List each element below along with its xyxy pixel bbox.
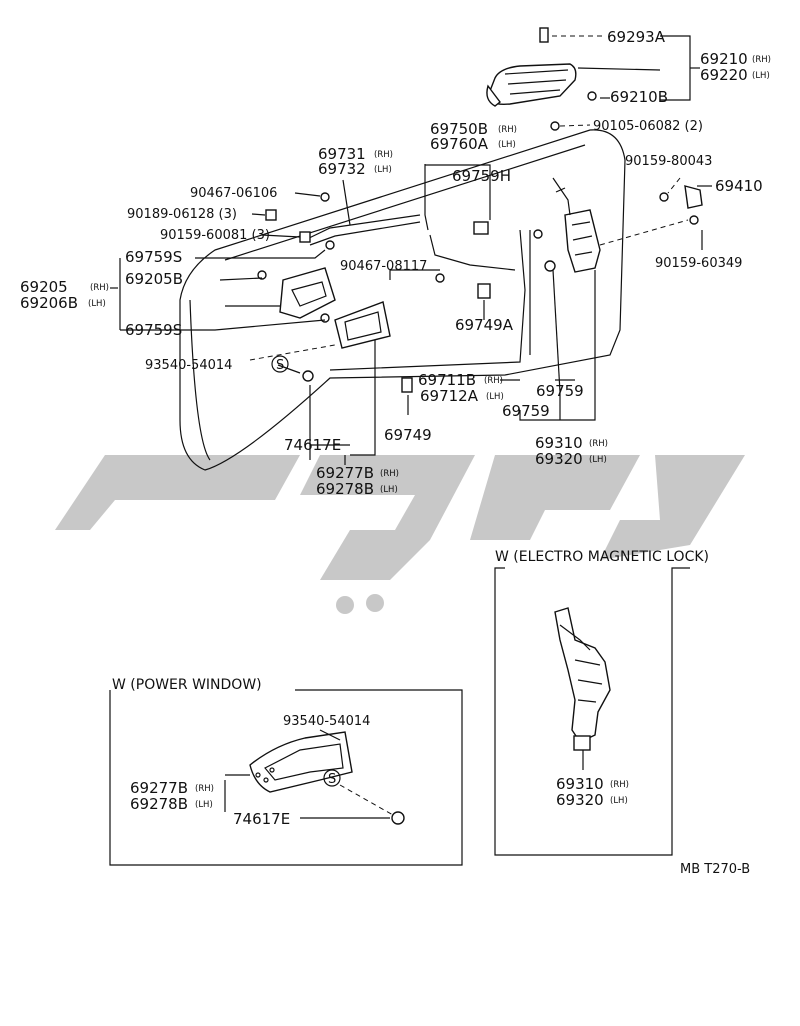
labels: 69293A 69210 (RH) 69220 (LH) 69210B 9010…: [20, 28, 771, 877]
label-69293A: 69293A: [607, 28, 666, 46]
label-69759H: 69759H: [452, 167, 511, 185]
label-69210B: 69210B: [610, 88, 668, 106]
svg-text:(LH): (LH): [374, 165, 392, 175]
suffix-lh: (LH): [752, 71, 770, 81]
svg-text:(RH): (RH): [195, 784, 214, 794]
electro-lock-panel: [494, 567, 690, 856]
svg-text:(RH): (RH): [498, 125, 517, 135]
label-90159-60349: 90159-60349: [655, 256, 742, 271]
label-69732: 69732: [318, 160, 366, 178]
svg-text:(RH): (RH): [374, 150, 393, 160]
label-pw-93540-54014: 93540-54014: [283, 714, 370, 729]
inside-handle: [279, 267, 336, 319]
power-window-title: W (POWER WINDOW): [112, 677, 262, 693]
electro-lock-title: W (ELECTRO MAGNETIC LOCK): [495, 549, 709, 565]
label-69750B: 69750B: [430, 120, 488, 138]
label-69711B: 69711B: [418, 371, 476, 389]
rods: [257, 185, 703, 393]
svg-text:(LH): (LH): [195, 800, 213, 810]
power-window-panel: [109, 689, 463, 866]
s-mark-main: S: [276, 358, 284, 373]
label-pw-74617E: 74617E: [233, 810, 290, 828]
svg-text:(RH): (RH): [610, 780, 629, 790]
svg-text:(RH): (RH): [380, 469, 399, 479]
svg-text:(RH): (RH): [589, 439, 608, 449]
svg-text:(LH): (LH): [486, 392, 504, 402]
label-69760A: 69760A: [430, 135, 489, 153]
label-pw-69277B: 69277B: [130, 779, 188, 797]
suffix-rh: (RH): [752, 55, 771, 65]
s-marks: S S: [271, 355, 341, 787]
label-93540-54014: 93540-54014: [145, 358, 232, 373]
outside-handle: [486, 27, 597, 131]
diagram-code: MB T270-B: [680, 862, 750, 877]
label-69759-right: 69759: [536, 382, 584, 400]
label-69759S-lower: 69759S: [125, 321, 182, 339]
svg-text:(LH): (LH): [380, 485, 398, 495]
label-74617E: 74617E: [284, 436, 341, 454]
svg-text:(LH): (LH): [589, 455, 607, 465]
label-69749A: 69749A: [455, 316, 514, 334]
label-90467-08117: 90467-08117: [340, 259, 427, 274]
label-69410: 69410: [715, 177, 763, 195]
label-69310: 69310: [535, 434, 583, 452]
leader-lines: [110, 35, 712, 465]
label-69206B: 69206B: [20, 294, 78, 312]
label-69277B: 69277B: [316, 464, 374, 482]
svg-text:(RH): (RH): [484, 376, 503, 386]
bezel: [334, 301, 391, 349]
door-panel: [179, 129, 626, 471]
label-69210: 69210: [700, 50, 748, 68]
label-90159-80043: 90159-80043: [625, 154, 712, 169]
svg-text:(RH): (RH): [90, 283, 109, 293]
label-69205B: 69205B: [125, 270, 183, 288]
label-electro-69310: 69310: [556, 775, 604, 793]
label-69759-left: 69759: [502, 402, 550, 420]
s-mark-pw: S: [328, 772, 336, 787]
label-90105-06082: 90105-06082 (2): [593, 119, 703, 134]
lock-assembly: [552, 177, 601, 273]
label-69320: 69320: [535, 450, 583, 468]
label-69749: 69749: [384, 426, 432, 444]
label-69278B: 69278B: [316, 480, 374, 498]
label-90159-60081: 90159-60081 (3): [160, 228, 270, 243]
label-electro-69320: 69320: [556, 791, 604, 809]
svg-text:(LH): (LH): [498, 140, 516, 150]
svg-text:(LH): (LH): [88, 299, 106, 309]
label-69759S-upper: 69759S: [125, 248, 182, 266]
label-69712A: 69712A: [420, 387, 479, 405]
label-69220: 69220: [700, 66, 748, 84]
label-90189-06128: 90189-06128 (3): [127, 207, 237, 222]
watermark: [55, 455, 745, 614]
label-69205: 69205: [20, 278, 68, 296]
label-69731: 69731: [318, 145, 366, 163]
label-pw-69278B: 69278B: [130, 795, 188, 813]
svg-text:(LH): (LH): [610, 796, 628, 806]
label-90467-06106: 90467-06106: [190, 186, 277, 201]
